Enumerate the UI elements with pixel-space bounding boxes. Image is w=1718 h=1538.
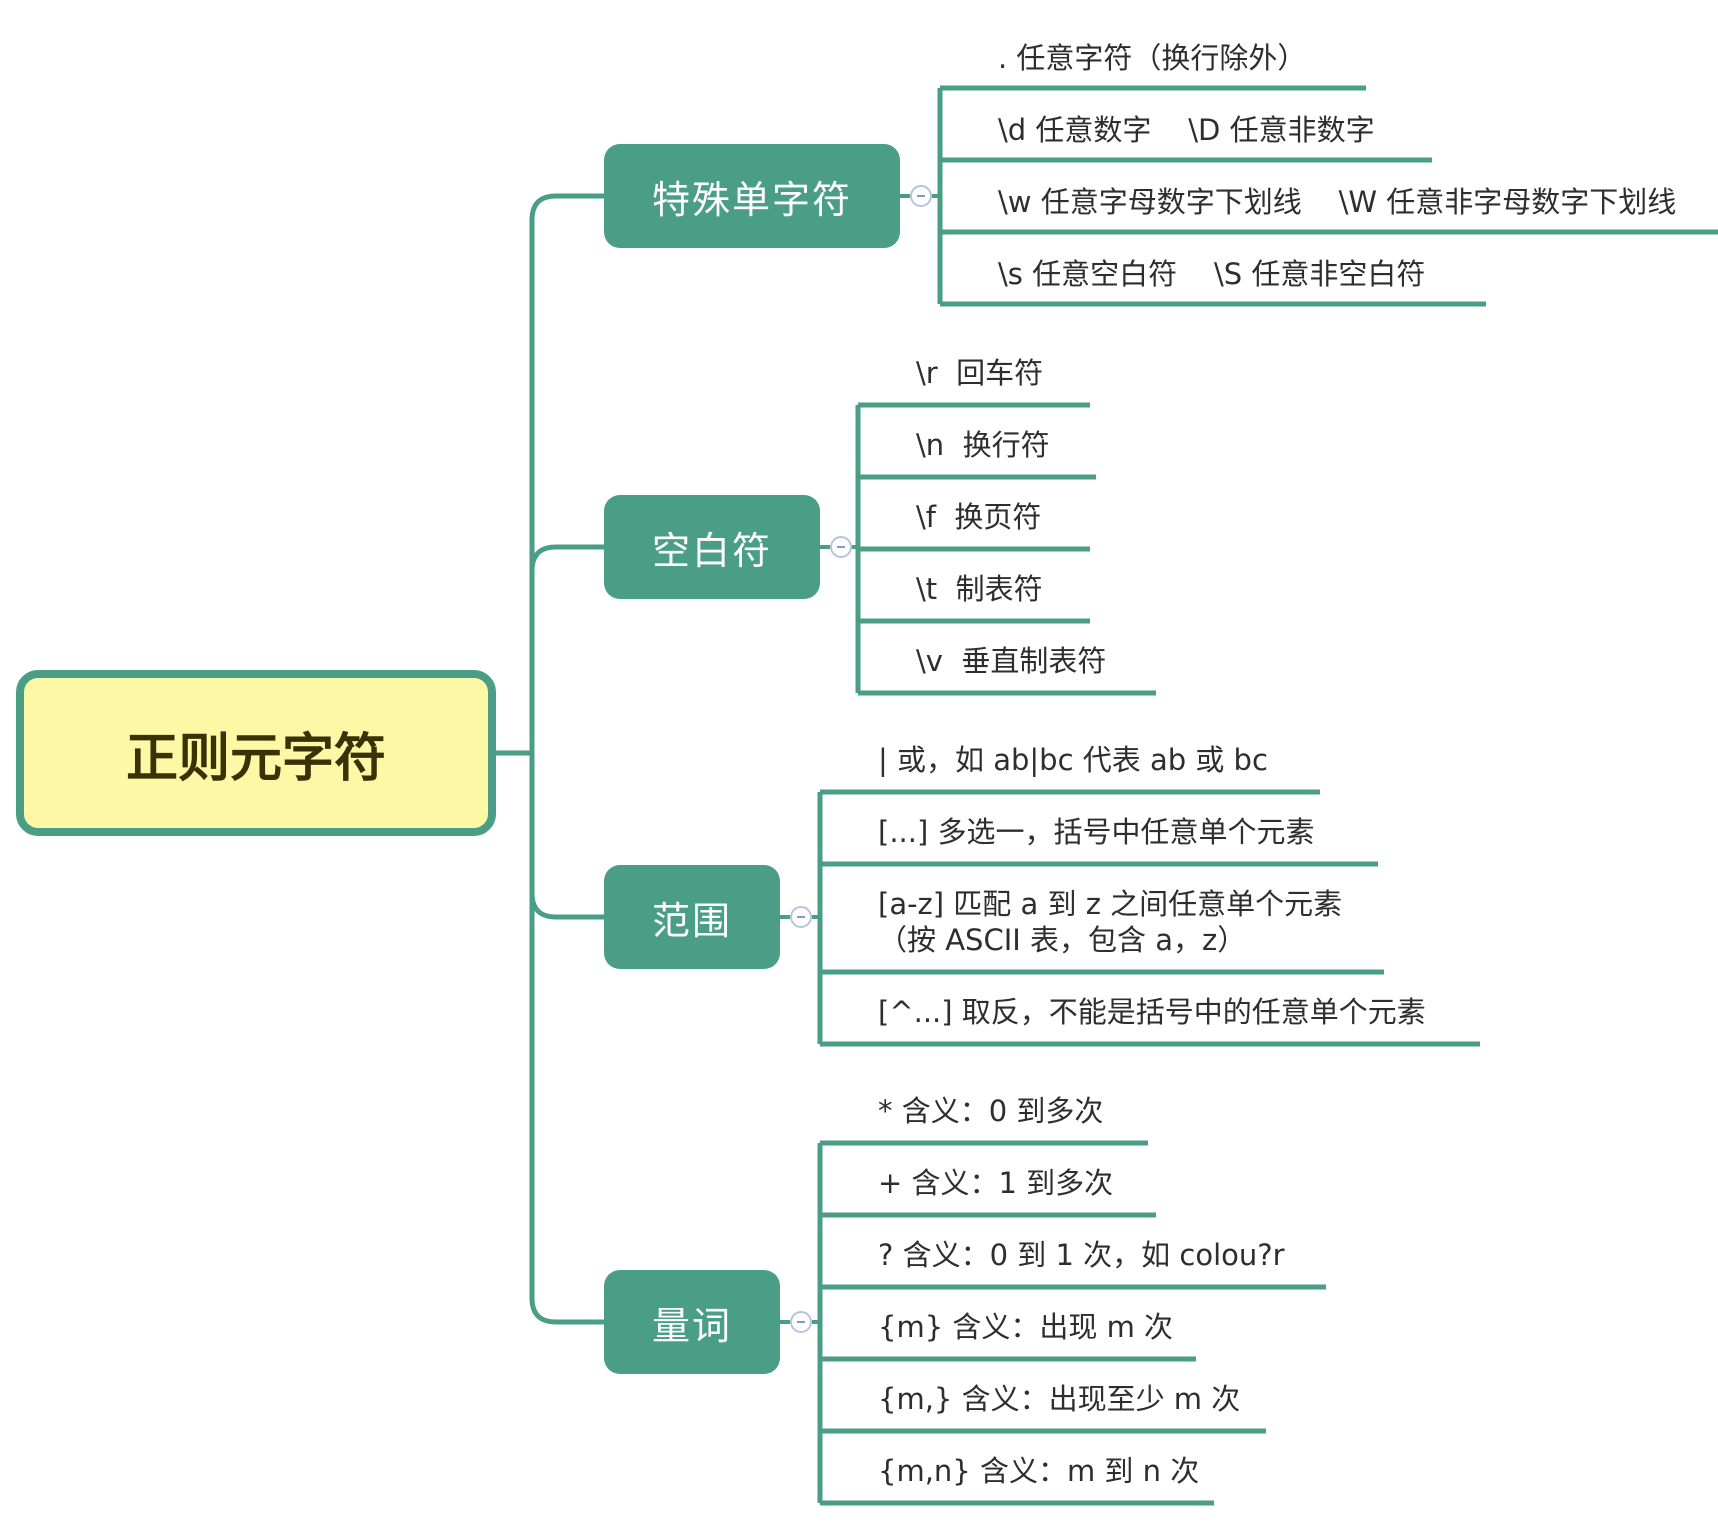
leaf-item[interactable]: \n 换行符 xyxy=(916,428,1050,462)
root-node[interactable]: 正则元字符 xyxy=(16,670,496,836)
branch-connector xyxy=(529,544,604,572)
leaf-item[interactable]: {m,} 含义：出现至少 m 次 xyxy=(878,1382,1241,1416)
leaf-item[interactable]: {m,n} 含义：m 到 n 次 xyxy=(878,1454,1200,1488)
trunk-connector xyxy=(529,193,604,1325)
branch-connector xyxy=(529,892,604,920)
leaf-item[interactable]: [...] 多选一，括号中任意单个元素 xyxy=(878,815,1315,849)
leaf-item[interactable]: \r 回车符 xyxy=(916,356,1044,390)
branch-node-whitespace[interactable]: 空白符 xyxy=(604,495,820,599)
leaf-item[interactable]: \f 换页符 xyxy=(916,500,1042,534)
leaf-item[interactable]: \d 任意数字 \D 任意非数字 xyxy=(998,113,1375,147)
leaf-item[interactable]: . 任意字符（换行除外） xyxy=(998,41,1307,75)
collapse-toggle-icon[interactable] xyxy=(790,1311,812,1333)
branch-node-range[interactable]: 范围 xyxy=(604,865,780,969)
leaf-item[interactable]: + 含义：1 到多次 xyxy=(878,1166,1114,1200)
leaf-item[interactable]: [a-z] 匹配 a 到 z 之间任意单个元素 （按 ASCII 表，包含 a，… xyxy=(878,887,1343,957)
leaf-item[interactable]: {m} 含义：出现 m 次 xyxy=(878,1310,1174,1344)
leaf-item[interactable]: \v 垂直制表符 xyxy=(916,644,1107,678)
collapse-toggle-icon[interactable] xyxy=(790,906,812,928)
leaf-item[interactable]: \w 任意字母数字下划线 \W 任意非字母数字下划线 xyxy=(998,185,1677,219)
leaf-item[interactable]: \s 任意空白符 \S 任意非空白符 xyxy=(998,257,1426,291)
leaf-item[interactable]: * 含义：0 到多次 xyxy=(878,1094,1104,1128)
leaf-item[interactable]: | 或，如 ab|bc 代表 ab 或 bc xyxy=(878,743,1268,777)
branch-node-quantifier[interactable]: 量词 xyxy=(604,1270,780,1374)
leaf-item[interactable]: [^...] 取反，不能是括号中的任意单个元素 xyxy=(878,995,1426,1029)
leaf-item[interactable]: \t 制表符 xyxy=(916,572,1043,606)
collapse-toggle-icon[interactable] xyxy=(910,185,932,207)
leaf-item[interactable]: ? 含义：0 到 1 次，如 colou?r xyxy=(878,1238,1285,1272)
branch-node-special-chars[interactable]: 特殊单字符 xyxy=(604,144,900,248)
collapse-toggle-icon[interactable] xyxy=(830,536,852,558)
